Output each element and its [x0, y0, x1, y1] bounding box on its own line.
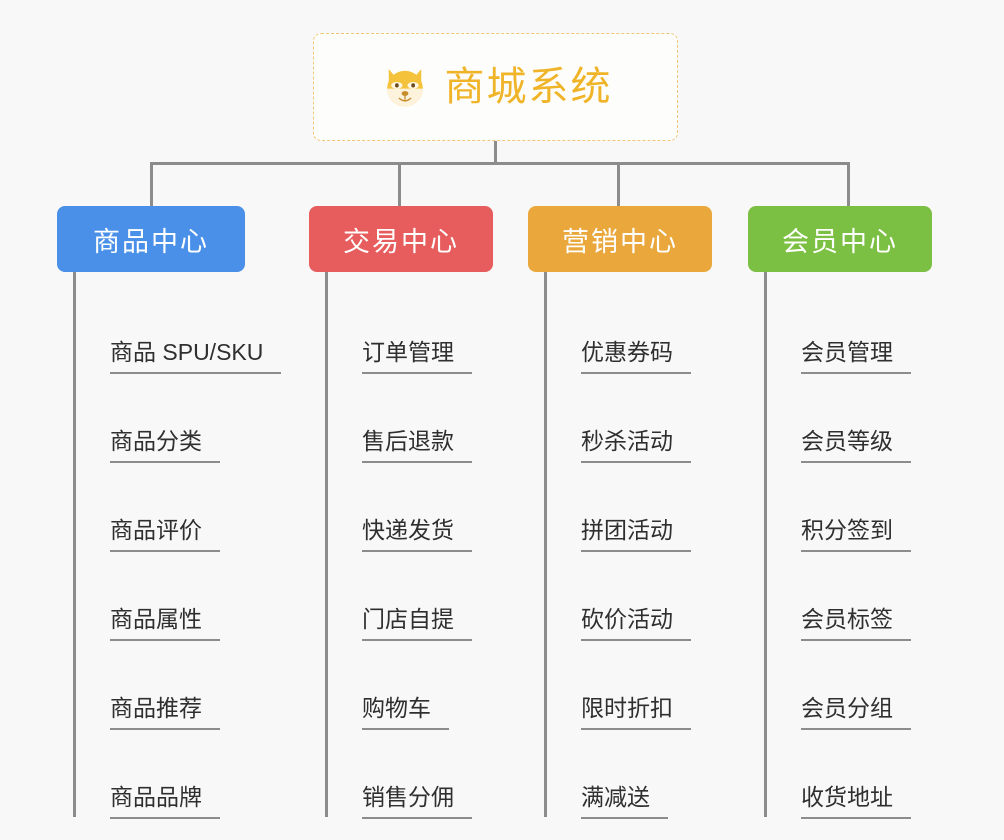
- category-label: 商品中心: [93, 226, 209, 257]
- leaf-label: 快递发货: [362, 517, 472, 552]
- leaf-item[interactable]: 销售分佣: [328, 728, 493, 819]
- leaf-item[interactable]: 会员标签: [767, 550, 932, 641]
- category-header-trade-center[interactable]: 交易中心: [309, 206, 493, 272]
- leaf-label: 商品分类: [110, 428, 220, 463]
- leaf-item[interactable]: 积分签到: [767, 461, 932, 552]
- leaf-item[interactable]: 商品评价: [76, 461, 245, 552]
- leaf-item[interactable]: 会员分组: [767, 639, 932, 730]
- connector-drop-4: [847, 162, 850, 208]
- leaf-item[interactable]: 会员等级: [767, 372, 932, 463]
- leaf-label: 商品品牌: [110, 784, 220, 819]
- root-title: 商城系统: [444, 65, 613, 109]
- leaf-list-member-center: 会员管理 会员等级 积分签到 会员标签 会员分组 收货地址: [764, 272, 932, 819]
- category-header-member-center[interactable]: 会员中心: [748, 206, 932, 272]
- leaf-label: 销售分佣: [362, 784, 472, 819]
- category-label: 会员中心: [782, 226, 898, 257]
- leaf-label: 限时折扣: [581, 695, 691, 730]
- connector-bus: [150, 162, 850, 165]
- category-header-product-center[interactable]: 商品中心: [57, 206, 245, 272]
- leaf-item[interactable]: 商品 SPU/SKU: [76, 283, 282, 374]
- leaf-label: 秒杀活动: [581, 428, 691, 463]
- leaf-label: 商品评价: [110, 517, 220, 552]
- leaf-label: 满减送: [581, 784, 668, 819]
- leaf-item[interactable]: 收货地址: [767, 728, 932, 819]
- leaf-item[interactable]: 优惠券码: [547, 283, 712, 374]
- leaf-label: 商品属性: [110, 606, 220, 641]
- leaf-label: 拼团活动: [581, 517, 691, 552]
- connector-root-stem: [494, 141, 497, 165]
- leaf-item[interactable]: 商品属性: [76, 550, 245, 641]
- leaf-item[interactable]: 商品品牌: [76, 728, 245, 819]
- leaf-label: 商品 SPU/SKU: [110, 339, 282, 374]
- leaf-item[interactable]: 砍价活动: [547, 550, 712, 641]
- branch-trade-center: 交易中心 订单管理 售后退款 快递发货 门店自提 购物车 销售分佣: [309, 206, 493, 819]
- leaf-item[interactable]: 订单管理: [328, 283, 493, 374]
- connector-drop-3: [617, 162, 620, 208]
- leaf-item[interactable]: 限时折扣: [547, 639, 712, 730]
- leaf-item[interactable]: 快递发货: [328, 461, 493, 552]
- connector-drop-1: [150, 162, 153, 208]
- connector-drop-2: [398, 162, 401, 208]
- leaf-item[interactable]: 会员管理: [767, 283, 932, 374]
- leaf-list-trade-center: 订单管理 售后退款 快递发货 门店自提 购物车 销售分佣: [325, 272, 493, 819]
- dog-face-icon: [386, 69, 423, 107]
- leaf-item[interactable]: 拼团活动: [547, 461, 712, 552]
- leaf-label: 会员分组: [801, 695, 911, 730]
- root-node[interactable]: 商城系统: [313, 33, 678, 141]
- category-label: 交易中心: [343, 226, 459, 257]
- leaf-label: 优惠券码: [581, 339, 691, 374]
- branch-member-center: 会员中心 会员管理 会员等级 积分签到 会员标签 会员分组 收货地址: [748, 206, 932, 819]
- leaf-label: 门店自提: [362, 606, 472, 641]
- leaf-label: 订单管理: [362, 339, 472, 374]
- leaf-label: 会员等级: [801, 428, 911, 463]
- leaf-item[interactable]: 商品分类: [76, 372, 245, 463]
- leaf-list-marketing-center: 优惠券码 秒杀活动 拼团活动 砍价活动 限时折扣 满减送: [544, 272, 712, 819]
- leaf-label: 收货地址: [801, 784, 911, 819]
- leaf-list-product-center: 商品 SPU/SKU 商品分类 商品评价 商品属性 商品推荐 商品品牌: [73, 272, 282, 819]
- leaf-label: 商品推荐: [110, 695, 220, 730]
- leaf-label: 砍价活动: [581, 606, 691, 641]
- leaf-item[interactable]: 商品推荐: [76, 639, 245, 730]
- leaf-label: 购物车: [362, 695, 449, 730]
- leaf-item[interactable]: 门店自提: [328, 550, 493, 641]
- leaf-label: 会员管理: [801, 339, 911, 374]
- branch-marketing-center: 营销中心 优惠券码 秒杀活动 拼团活动 砍价活动 限时折扣 满减送: [528, 206, 712, 819]
- category-header-marketing-center[interactable]: 营销中心: [528, 206, 712, 272]
- leaf-label: 会员标签: [801, 606, 911, 641]
- category-label: 营销中心: [562, 226, 678, 257]
- leaf-item[interactable]: 购物车: [328, 639, 493, 730]
- leaf-item[interactable]: 秒杀活动: [547, 372, 712, 463]
- leaf-item[interactable]: 售后退款: [328, 372, 493, 463]
- leaf-label: 积分签到: [801, 517, 911, 552]
- branch-product-center: 商品中心 商品 SPU/SKU 商品分类 商品评价 商品属性 商品推荐 商品品牌: [57, 206, 282, 819]
- leaf-label: 售后退款: [362, 428, 472, 463]
- leaf-item[interactable]: 满减送: [547, 728, 712, 819]
